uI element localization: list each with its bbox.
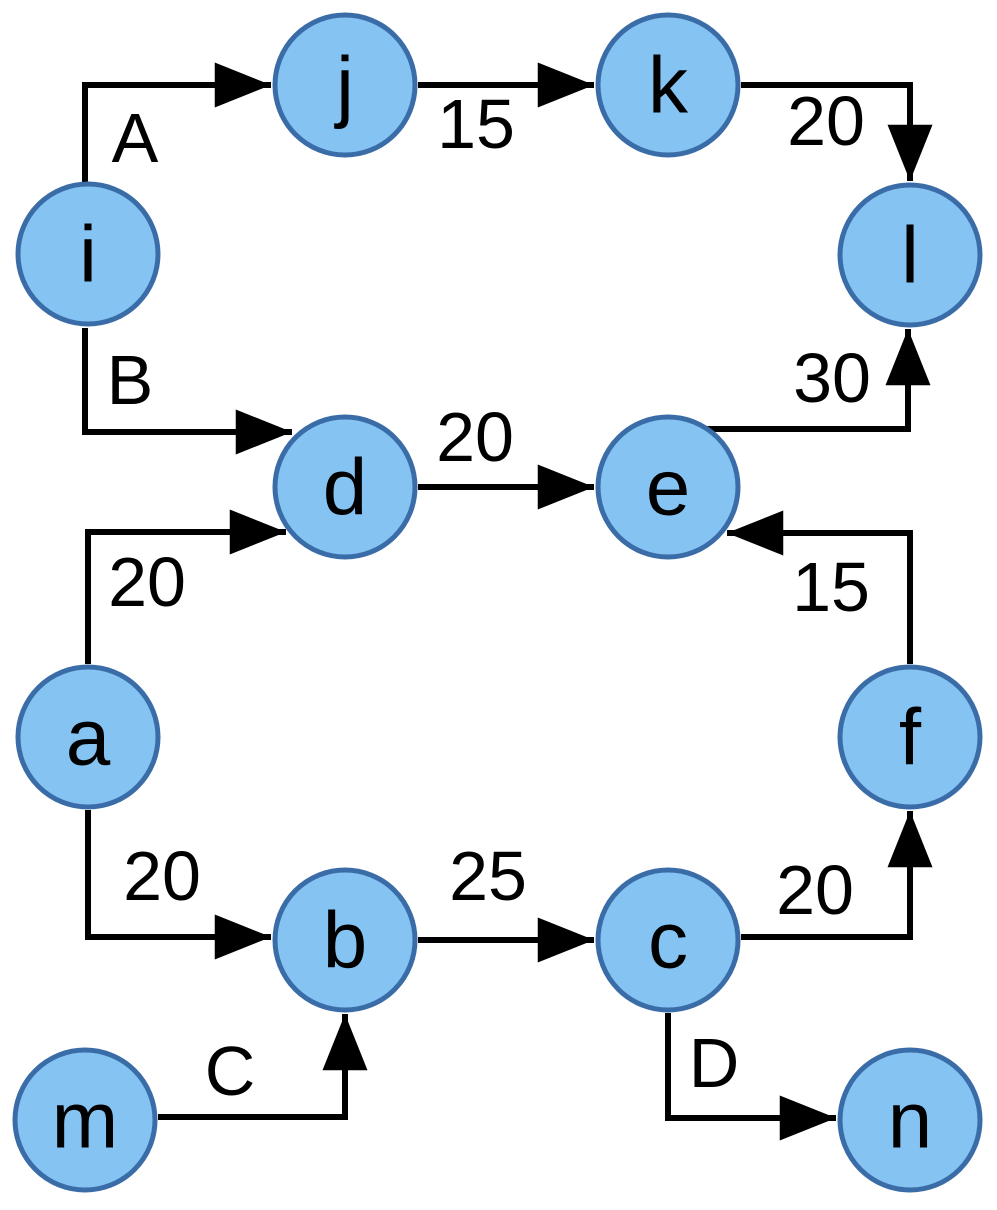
node-label-n: n	[888, 1076, 933, 1165]
edge-label-c-f: 20	[776, 851, 854, 929]
node-k[interactable]: k	[595, 12, 741, 158]
node-circle-m[interactable]	[12, 1047, 158, 1193]
edge-i-d	[82, 328, 292, 455]
edge-label-c-n: D	[689, 1024, 740, 1102]
node-e[interactable]: e	[595, 414, 741, 560]
nodes-layer: i j k l d e a f b c m n	[12, 12, 983, 1193]
node-circle-j[interactable]	[272, 12, 418, 158]
node-i[interactable]: i	[15, 181, 161, 327]
edge-label-i-d: B	[107, 341, 154, 419]
node-label-d: d	[323, 443, 368, 532]
node-circle-b[interactable]	[272, 867, 418, 1013]
node-label-e: e	[646, 443, 691, 532]
node-circle-l[interactable]	[837, 182, 983, 328]
node-label-j: j	[334, 41, 354, 130]
node-label-l: l	[901, 211, 919, 300]
edge-label-e-l: 30	[793, 339, 871, 417]
edge-label-j-k: 15	[437, 85, 515, 163]
edge-i-j	[82, 62, 271, 185]
node-c[interactable]: c	[595, 867, 741, 1013]
edge-label-a-b: 20	[123, 837, 201, 915]
node-d[interactable]: d	[272, 414, 418, 560]
node-b[interactable]: b	[272, 867, 418, 1013]
node-l[interactable]: l	[837, 182, 983, 328]
edge-label-i-j: A	[112, 99, 159, 177]
node-label-c: c	[648, 896, 688, 985]
edge-c-n	[665, 1013, 836, 1141]
edge-k-l	[741, 82, 933, 181]
node-circle-f[interactable]	[837, 664, 983, 810]
edge-label-d-e: 20	[436, 398, 514, 476]
node-circle-i[interactable]	[15, 181, 161, 327]
node-label-m: m	[52, 1076, 119, 1165]
node-n[interactable]: n	[837, 1047, 983, 1193]
edge-c-f	[741, 811, 933, 940]
edge-m-b	[158, 1014, 368, 1120]
node-m[interactable]: m	[12, 1047, 158, 1193]
node-circle-n[interactable]	[837, 1047, 983, 1193]
node-circle-e[interactable]	[595, 414, 741, 560]
edge-label-m-b: C	[205, 1032, 256, 1110]
node-label-i: i	[79, 210, 97, 299]
node-j[interactable]: j	[272, 12, 418, 158]
edge-f-e	[727, 510, 913, 664]
edge-label-f-e: 15	[792, 548, 870, 626]
node-label-b: b	[323, 896, 368, 985]
node-f[interactable]: f	[837, 664, 983, 810]
node-circle-a[interactable]	[15, 664, 161, 810]
node-a[interactable]: a	[15, 664, 161, 810]
node-circle-d[interactable]	[272, 414, 418, 560]
edge-a-d	[85, 509, 286, 664]
node-label-k: k	[648, 41, 689, 130]
node-label-f: f	[899, 693, 922, 782]
edge-e-l	[700, 329, 931, 432]
edge-label-k-l: 20	[787, 82, 865, 160]
edge-label-a-d: 20	[108, 543, 186, 621]
edge-a-b	[85, 810, 271, 960]
node-circle-k[interactable]	[595, 12, 741, 158]
node-circle-c[interactable]	[595, 867, 741, 1013]
node-label-a: a	[66, 693, 111, 782]
edge-label-b-c: 25	[449, 837, 527, 915]
